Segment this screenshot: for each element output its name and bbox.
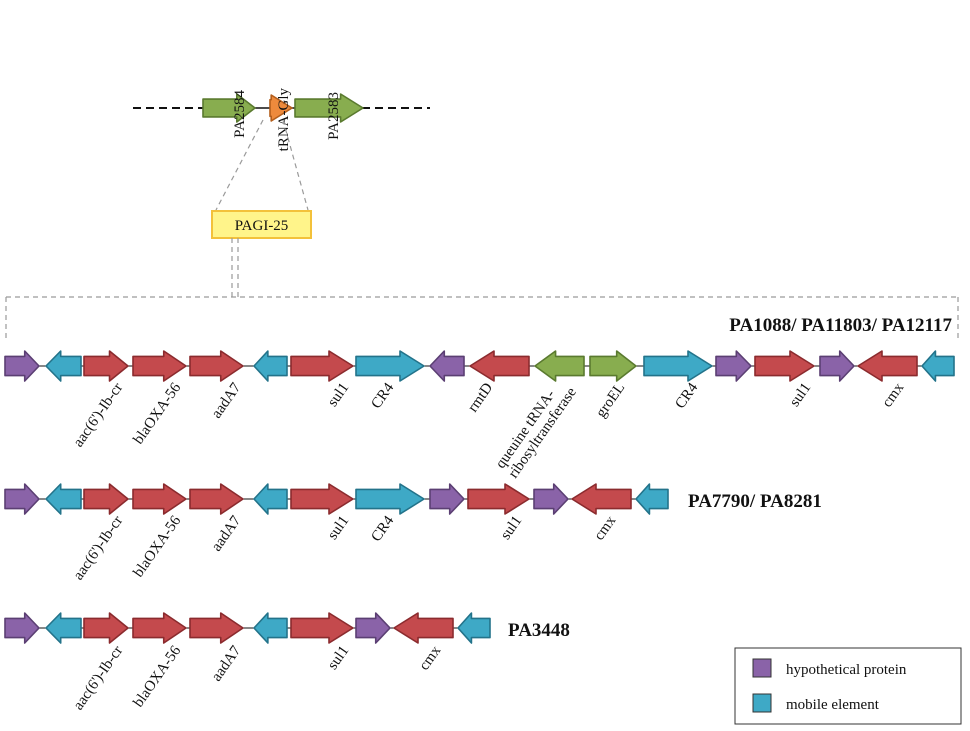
insertion-guides xyxy=(215,119,309,211)
row3-gene-5-label: aadA7 xyxy=(209,643,245,685)
legend-frame xyxy=(734,647,962,725)
legend-label-mobile: mobile element xyxy=(786,697,880,713)
row2-gene-4-arrow xyxy=(132,483,187,515)
row3-gene-4-label: blaOXA-56 xyxy=(131,643,185,711)
row2-gene-8-label: CR4 xyxy=(368,513,397,545)
locus-gene-3-label: PA2583 xyxy=(326,92,342,140)
row1-gene-1-arrow xyxy=(4,350,40,382)
legend: hypothetical protein mobile element xyxy=(734,647,962,725)
row1-gene-10-arrow xyxy=(469,350,530,382)
row1-gene-6-arrow xyxy=(253,350,288,382)
row2-gene-7-label: sul1 xyxy=(325,513,352,543)
row2-gene-4-label: blaOXA-56 xyxy=(131,513,185,581)
row3-gene-10-arrow xyxy=(457,612,491,644)
row3-gene-2-arrow xyxy=(45,612,82,644)
legend-swatch-hypothetical xyxy=(752,658,772,678)
row1-gene-12-arrow xyxy=(589,350,637,382)
row1-gene-13-label: CR4 xyxy=(672,380,701,412)
row2-gene-13-arrow xyxy=(635,483,669,515)
row3-gene-4-arrow xyxy=(132,612,187,644)
row1-gene-2-arrow xyxy=(45,350,82,382)
locus-genes: PA2584 tRNA-Gly PA2583 xyxy=(202,88,364,152)
strain-label-row1: PA1088/ PA11803/ PA12117 xyxy=(729,315,952,336)
row2-gene-7-arrow xyxy=(290,483,354,515)
row1-gene-8-arrow xyxy=(355,350,425,382)
row1-gene-7-arrow xyxy=(290,350,354,382)
row2-gene-10-label: sul1 xyxy=(498,513,525,543)
row2-gene-8-arrow xyxy=(355,483,425,515)
row3-gene-7-label: sul1 xyxy=(325,643,352,673)
row3-gene-8-arrow xyxy=(355,612,391,644)
row1-gene-16-arrow xyxy=(819,350,855,382)
row1-gene-10-label: rmtD xyxy=(465,380,496,415)
row3-gene-1-arrow xyxy=(4,612,40,644)
row2-gene-1-arrow xyxy=(4,483,40,515)
row1-gene-17-label: cmx xyxy=(879,380,907,411)
row2-gene-3-label: aac(6')-Ib-cr xyxy=(71,513,127,583)
locus-gene-2-arrow xyxy=(269,94,293,122)
row2-gene-5-arrow xyxy=(189,483,244,515)
row1-gene-17-arrow xyxy=(857,350,918,382)
row1-gene-9-arrow xyxy=(429,350,465,382)
row2-gene-12-label: cmx xyxy=(591,513,619,544)
locus-gene-1-arrow xyxy=(202,93,256,123)
row1-gene-3-arrow xyxy=(83,350,129,382)
row1-gene-8-label: CR4 xyxy=(368,380,397,412)
row1-gene-5-label: aadA7 xyxy=(209,380,245,422)
row2-gene-3-arrow xyxy=(83,483,129,515)
row1-gene-15-arrow xyxy=(754,350,815,382)
row1-gene-14-arrow xyxy=(715,350,752,382)
row1-gene-15-label: sul1 xyxy=(787,380,814,410)
locus-gene-1-label: PA2584 xyxy=(232,90,248,138)
row3-gene-3-label: aac(6')-Ib-cr xyxy=(71,643,127,713)
pagi-label: PAGI-25 xyxy=(235,218,289,234)
row1-gene-3-label: aac(6')-Ib-cr xyxy=(71,380,127,450)
pagi-box-rect xyxy=(211,210,312,239)
row1-gene-13-arrow xyxy=(643,350,713,382)
expansion-bracket xyxy=(5,238,959,340)
row2-gene-6-arrow xyxy=(253,483,288,515)
row3-gene-5-arrow xyxy=(189,612,244,644)
row2-gene-11-arrow xyxy=(533,483,569,515)
row3-gene-3-arrow xyxy=(83,612,129,644)
locus-gene-3-arrow xyxy=(294,93,364,123)
row2-gene-5-label: aadA7 xyxy=(209,513,245,555)
row1-gene-4-label: blaOXA-56 xyxy=(131,380,185,448)
locus-gene-2-label: tRNA-Gly xyxy=(276,88,292,152)
row2-gene-10-arrow xyxy=(467,483,530,515)
legend-label-hypothetical: hypothetical protein xyxy=(786,662,907,678)
strain-label-row2: PA7790/ PA8281 xyxy=(688,491,822,512)
row2-gene-12-arrow xyxy=(571,483,632,515)
row3-gene-7-arrow xyxy=(290,612,354,644)
strain-label-row3: PA3448 xyxy=(508,620,570,641)
row1-gene-11-label: queuine tRNA-ribosyltransferase xyxy=(492,375,580,481)
row2-gene-9-arrow xyxy=(429,483,465,515)
pagi-box: PAGI-25 xyxy=(211,210,312,239)
row1-gene-11-arrow xyxy=(534,350,585,382)
row1-gene-18-arrow xyxy=(921,350,955,382)
row2-gene-2-arrow xyxy=(45,483,82,515)
row3-gene-6-arrow xyxy=(253,612,288,644)
row3-gene-9-arrow xyxy=(393,612,454,644)
row1-gene-7-label: sul1 xyxy=(325,380,352,410)
row1-gene-5-arrow xyxy=(189,350,244,382)
legend-swatch-mobile xyxy=(752,693,772,713)
row1-gene-4-arrow xyxy=(132,350,187,382)
row3-gene-9-label: cmx xyxy=(416,643,444,674)
row1-gene-12-label: groEL xyxy=(593,380,628,421)
